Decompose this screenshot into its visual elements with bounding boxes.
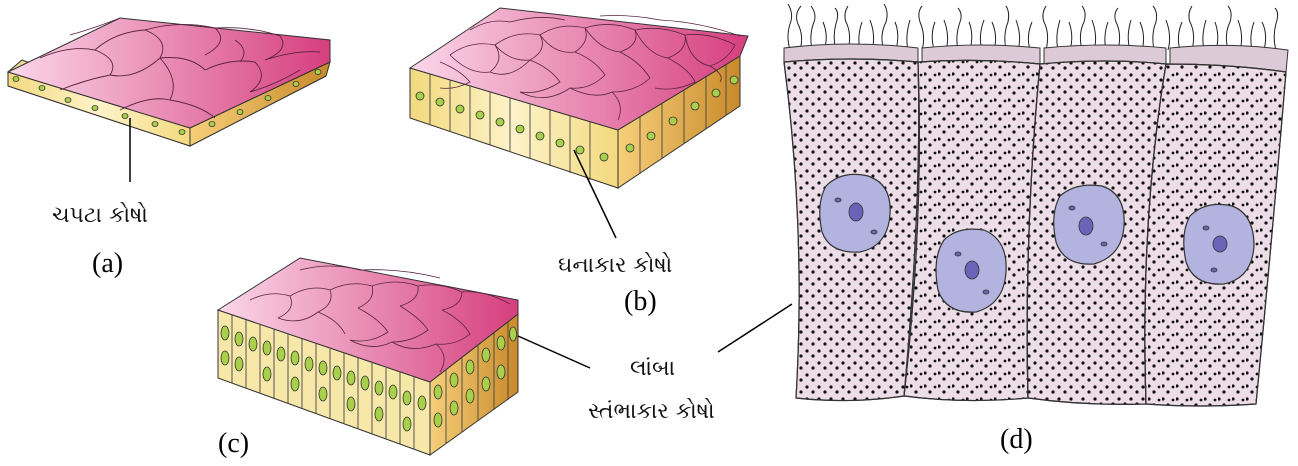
panel-c-columnar-block: (c) — [218, 258, 518, 459]
panel-a-squamous: ચપટા કોષો (a) — [8, 18, 330, 279]
columnar-pointer-line-right — [718, 304, 792, 352]
panel-d-letter: (d) — [1000, 424, 1033, 455]
panel-b-cuboidal: ઘનાકાર કોષો (b) — [410, 8, 748, 317]
panel-a-letter: (a) — [92, 248, 123, 279]
squamous-top-surface — [8, 18, 330, 128]
squamous-cell-label: ચપટા કોષો — [52, 202, 148, 228]
cilia — [788, 4, 1278, 50]
columnar-label-group: લાંબા સ્તંભાકાર કોષો — [518, 304, 792, 424]
columnar-label-line1: લાંબા — [630, 356, 675, 381]
columnar-pointer-line-left — [518, 336, 590, 368]
panel-b-letter: (b) — [624, 286, 657, 317]
columnar-label-line2: સ્તંભાકાર કોષો — [588, 398, 715, 424]
cuboidal-cell-label: ઘનાકાર કોષો — [558, 252, 672, 278]
panel-c-letter: (c) — [218, 428, 249, 459]
panel-d-ciliated-columnar: (d) — [784, 4, 1288, 455]
